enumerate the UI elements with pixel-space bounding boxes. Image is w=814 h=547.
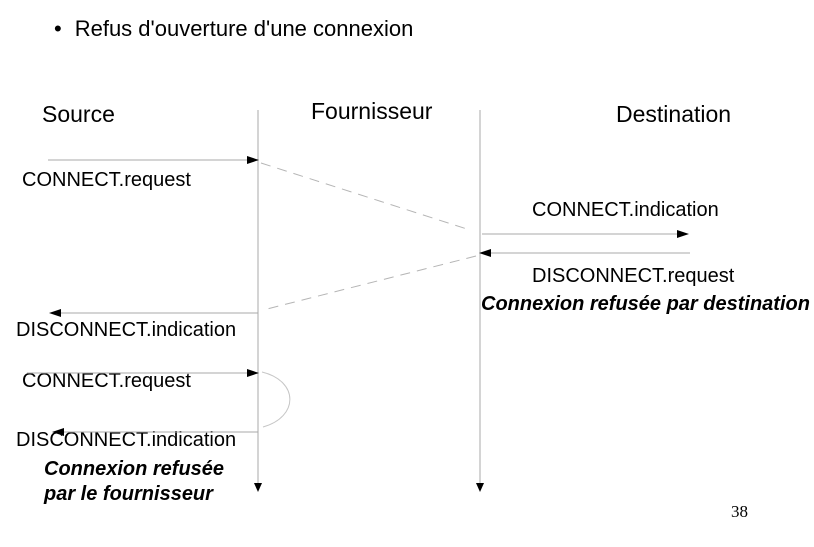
label-connect-request-2: CONNECT.request xyxy=(22,370,191,392)
page-number: 38 xyxy=(731,502,748,521)
annotation-refused-by-destination: Connexion refusée par destination xyxy=(481,293,810,315)
annotation-refused-by-provider-line1: Connexion refusée xyxy=(44,458,225,480)
column-header-destination: Destination xyxy=(616,101,732,127)
connect-request-2-arrowhead-icon xyxy=(247,369,259,377)
provider-transit-dashed-line-2 xyxy=(262,255,477,311)
slide-title-row: • Refus d'ouverture d'une connexion xyxy=(54,16,413,42)
label-connect-indication: CONNECT.indication xyxy=(532,199,719,221)
label-disconnect-indication-1: DISCONNECT.indication xyxy=(16,319,237,341)
column-header-provider: Fournisseur xyxy=(311,98,433,124)
disconnect-request-arrowhead-icon xyxy=(479,249,491,257)
provider-refusal-loop-arc xyxy=(261,371,291,428)
lifeline-left-down-arrowhead-icon xyxy=(254,483,262,492)
label-disconnect-request: DISCONNECT.request xyxy=(532,265,735,287)
slide-title: Refus d'ouverture d'une connexion xyxy=(74,16,414,41)
connect-request-1-arrowhead-icon xyxy=(247,156,259,164)
disconnect-indication-1-arrowhead-icon xyxy=(49,309,61,317)
provider-transit-dashed-line-1 xyxy=(260,162,471,231)
disconnect-indication-2-arrowhead-icon xyxy=(52,428,64,436)
annotation-refused-by-provider: Connexion refusée par le fournisseur xyxy=(44,457,224,507)
column-header-source: Source xyxy=(42,101,115,127)
bullet-icon: • xyxy=(54,16,62,41)
lifeline-right-down-arrowhead-icon xyxy=(476,483,484,492)
annotation-refused-by-provider-line2: par le fournisseur xyxy=(44,483,213,505)
label-disconnect-indication-2: DISCONNECT.indication xyxy=(16,429,237,451)
label-connect-request-1: CONNECT.request xyxy=(22,169,191,191)
connect-indication-arrowhead-icon xyxy=(677,230,689,238)
